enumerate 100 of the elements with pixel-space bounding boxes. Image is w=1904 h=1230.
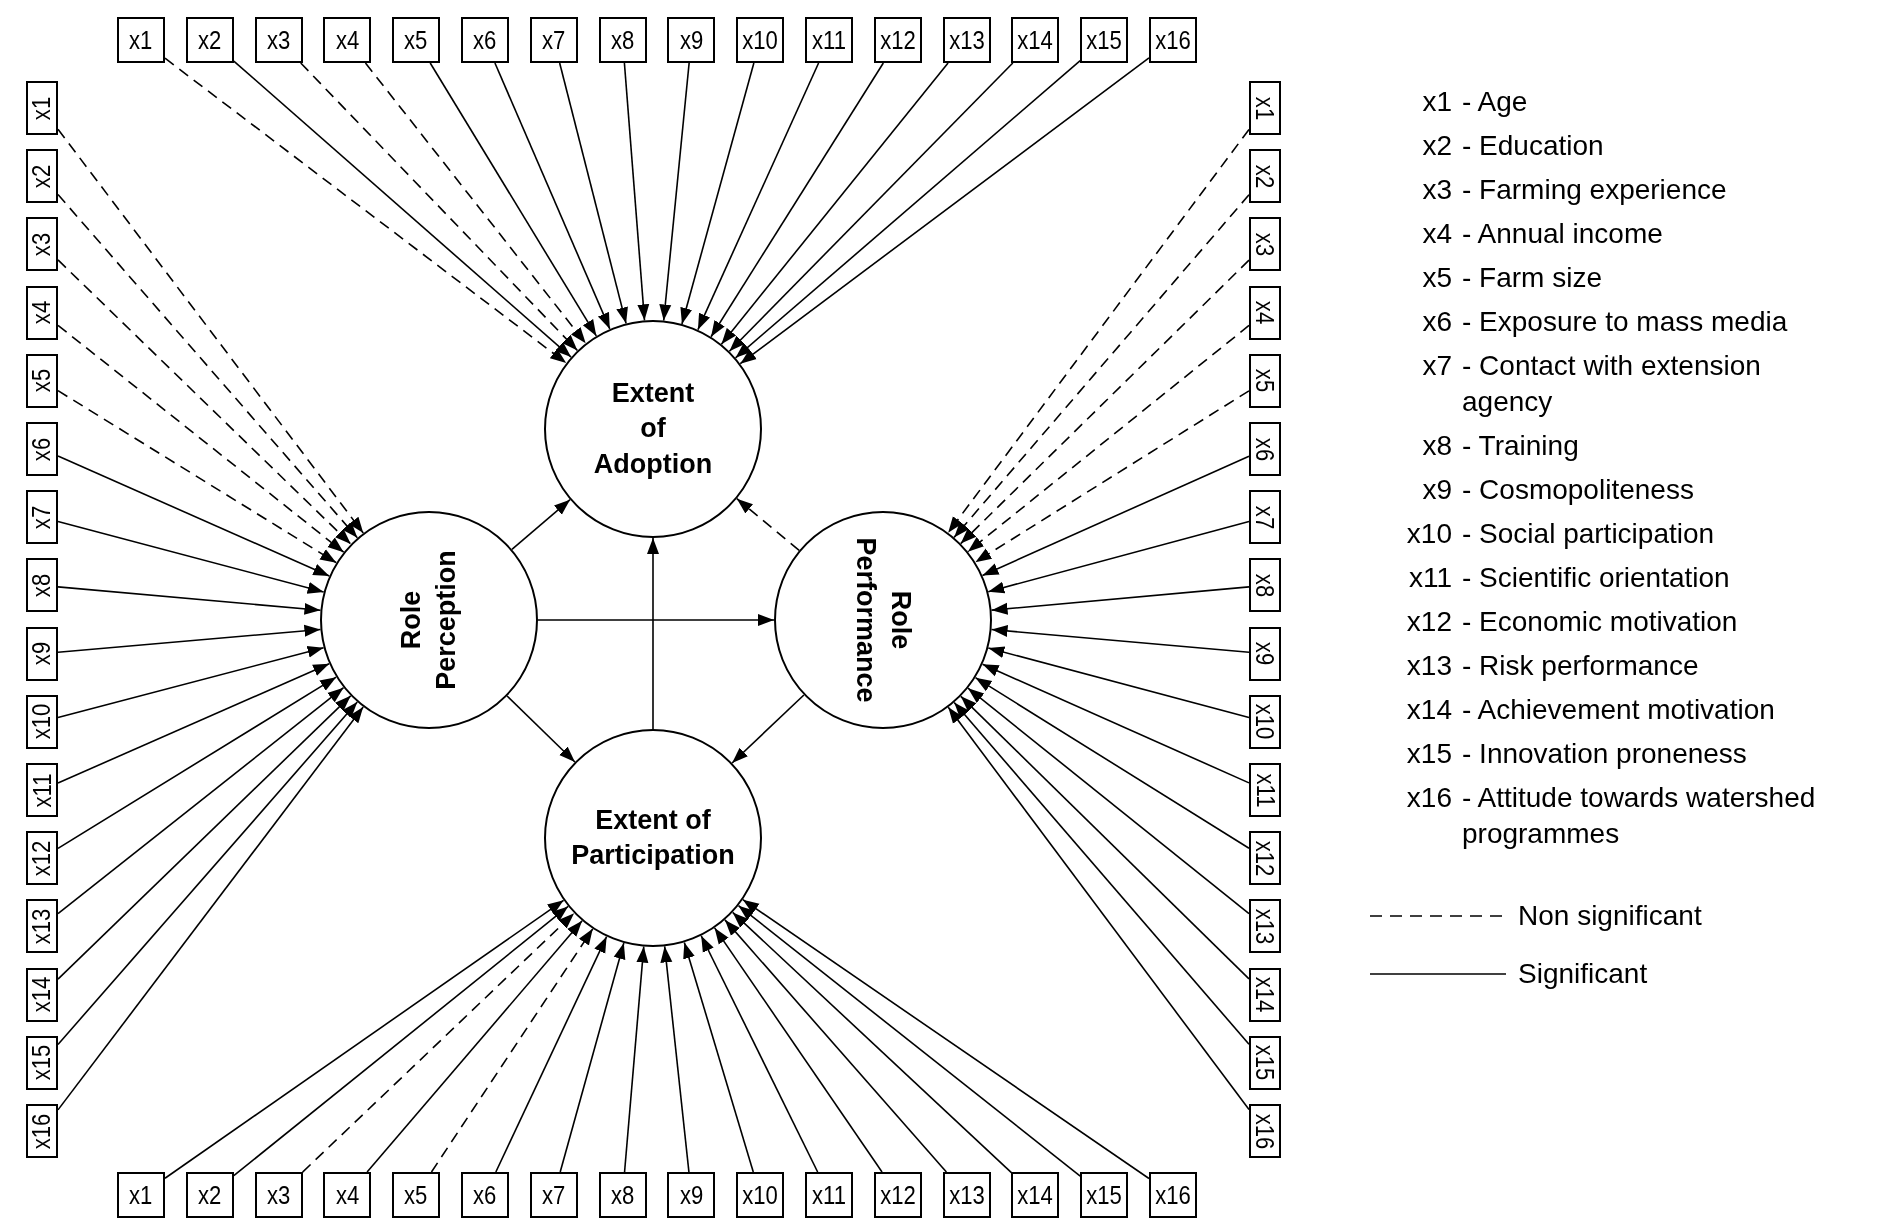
variable-box [529,1172,578,1218]
variable-box [117,17,165,63]
variable-label: x11 [812,1179,846,1211]
variable-description: - Contact with extension agency [1462,349,1762,419]
variable-description: - Training [1462,429,1580,463]
variable-description: - Cosmopoliteness [1462,473,1695,507]
variable-label: x16 [1249,1113,1281,1149]
variable-description: - Innovation proneness [1462,737,1748,771]
arrow [57,389,338,564]
arrow [57,695,352,980]
arrow [731,911,1013,1174]
variable-label: x3 [266,1179,291,1211]
circle-label: Role Performance [850,537,918,703]
variable-code: x8 [1421,429,1452,463]
arrow [959,259,1250,545]
variable-label: x2 [198,1179,222,1211]
arrow [713,927,883,1173]
variable-code: x2 [1421,129,1452,163]
variable-box [598,1172,647,1218]
variable-box [1149,1172,1197,1218]
variable-label: x7 [542,1179,566,1211]
arrow [710,62,885,338]
variable-box [392,17,441,63]
variable-box [1249,285,1281,340]
variable-box [1080,17,1129,63]
variable-label: x13 [26,908,58,945]
variable-code: x13 [1405,649,1452,683]
arrow [737,904,1081,1177]
variable-box [1249,1035,1281,1090]
variable-label: x5 [26,369,58,393]
arrow [734,59,1081,359]
variable-label: x4 [1249,300,1281,325]
variable-label: x2 [26,164,58,188]
variable-box [26,763,58,817]
arrow [731,694,805,764]
variable-code: x7 [1421,349,1452,383]
variable-box [26,967,58,1022]
variable-code: x5 [1421,261,1452,295]
variable-box [1249,694,1281,749]
arrow [164,57,567,364]
variable-box [323,1172,372,1218]
variable-label: x6 [26,437,58,461]
variable-label: x8 [610,24,635,56]
variable-description: - Risk performance [1462,649,1700,683]
variable-label: x8 [1249,573,1281,598]
arrow [967,324,1250,553]
variable-label: x6 [473,1179,497,1211]
variable-code: x6 [1421,305,1452,339]
variable-box [1249,558,1281,613]
arrow [987,520,1250,594]
arrow [57,455,331,577]
variable-label: x5 [404,1179,428,1211]
arrow [57,259,352,545]
variable-box [26,694,58,749]
arrow [57,676,337,850]
variable-description: - Annual income [1462,217,1664,251]
arrow [728,62,1014,353]
variable-box [1249,763,1281,817]
legend-label: Non significant [1518,900,1702,932]
arrow [736,497,800,552]
variable-label: x16 [26,1113,58,1149]
variable-label: x13 [948,1179,985,1211]
arrow [57,324,345,553]
variable-description: - Scientific orientation [1462,561,1731,595]
variable-label: x4 [335,1179,360,1211]
variable-code: x14 [1405,693,1452,727]
variable-label: x11 [812,24,846,56]
arrow [960,695,1250,980]
variable-box [1249,490,1281,545]
variable-box [1249,967,1281,1022]
variable-label: x7 [1249,505,1281,529]
arrow [57,586,322,615]
variable-label: x10 [742,24,778,56]
variable-box [805,1172,853,1218]
circle-label: Role Perception [394,550,462,690]
variable-box [1249,149,1281,204]
variable-box [26,558,58,613]
variable-box [1249,1104,1281,1158]
variable-box [26,422,58,476]
arrow [990,586,1250,615]
variable-code: x15 [1405,737,1452,771]
arrow [987,646,1250,719]
variable-box [1149,17,1197,63]
variable-box [185,17,234,63]
arrow [700,934,819,1173]
arrow [974,390,1250,563]
variable-label: x10 [26,704,58,740]
variable-label: x16 [1155,1179,1191,1211]
variable-label: x3 [1249,232,1281,257]
arrow [953,701,1250,1046]
variable-label: x2 [1249,164,1281,188]
arrow [720,62,949,345]
variable-box [736,1172,785,1218]
variable-label: x5 [1249,369,1281,393]
arrow [429,62,598,337]
arrow [559,942,626,1173]
circle-label: Extent of Adoption [593,377,713,481]
variable-box [461,1172,509,1218]
variable-label: x1 [129,24,153,56]
variable-box [1249,81,1281,135]
